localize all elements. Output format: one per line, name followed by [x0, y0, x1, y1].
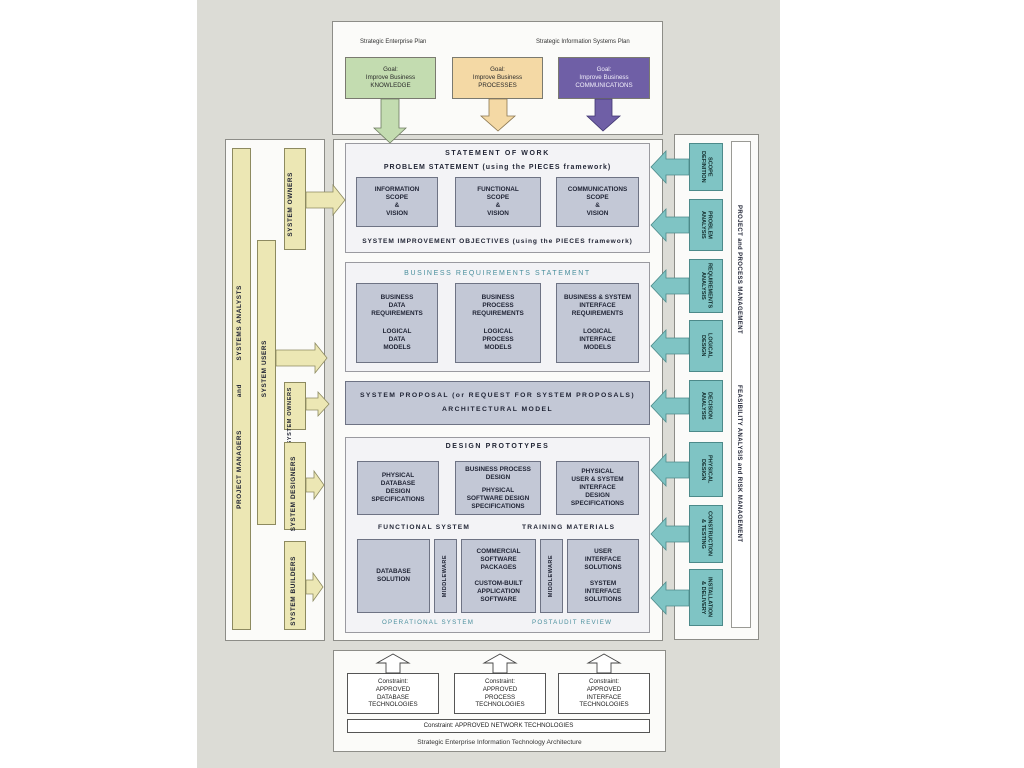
arrow-left-logical-icon: [650, 328, 690, 364]
middleware-right-box: MIDDLEWARE: [540, 539, 563, 613]
physical-database-design-box: PHYSICAL DATABASE DESIGN SPECIFICATIONS: [357, 461, 439, 515]
management-column: [731, 141, 751, 628]
arrow-right-designers-icon: [305, 469, 325, 501]
physical-software-design-text: PHYSICAL SOFTWARE DESIGN SPECIFICATIONS: [466, 486, 530, 510]
business-data-requirements-box: BUSINESS DATA REQUIREMENTS LOGICAL DATA …: [356, 283, 438, 363]
phase-installation-delivery: INSTALLATION & DELIVERY: [689, 569, 723, 626]
arrow-left-scope-icon: [650, 149, 690, 185]
middleware-left-box: MIDDLEWARE: [434, 539, 457, 613]
user-interface-solutions-text: USER INTERFACE SOLUTIONS: [584, 548, 622, 571]
statement-of-work-title: STATEMENT OF WORK: [445, 150, 550, 157]
goal-knowledge: Goal: Improve Business KNOWLEDGE: [345, 57, 436, 99]
system-owners-mid-column: [284, 382, 306, 430]
arrow-right-owners-icon: [305, 183, 346, 217]
project-process-management-label: PROJECT and PROCESS MANAGEMENT: [736, 205, 742, 335]
physical-interface-design-box: PHYSICAL USER & SYSTEM INTERFACE DESIGN …: [556, 461, 639, 515]
logical-interface-models-text: LOGICAL INTERFACE MODELS: [579, 328, 616, 351]
custom-built-software-text: CUSTOM-BUILT APPLICATION SOFTWARE: [474, 580, 523, 603]
phase-logical-design: LOGICAL DESIGN: [689, 320, 723, 372]
phase-physical-design: PHYSICAL DESIGN: [689, 442, 723, 497]
arrow-right-owners-mid-icon: [305, 390, 330, 418]
phase-decision-analysis: DECISION ANALYSIS: [689, 380, 723, 432]
system-builders-column: [284, 541, 306, 630]
phase-requirements-analysis: REQUIREMENTS ANALYSIS: [689, 259, 723, 313]
arrow-left-construction-icon: [650, 516, 690, 552]
phase-scope-definition: SCOPE DEFINITION: [689, 143, 723, 191]
arrow-down-processes-icon: [479, 98, 517, 132]
database-solution-box: DATABASE SOLUTION: [357, 539, 430, 613]
training-materials-title: TRAINING MATERIALS: [522, 524, 616, 531]
interface-solutions-box: USER INTERFACE SOLUTIONS SYSTEM INTERFAC…: [567, 539, 639, 613]
strategic-enterprise-plan-caption: Strategic Enterprise Plan: [360, 39, 427, 45]
phase-logical-design-label: LOGICAL DESIGN: [700, 333, 713, 359]
system-improvement-objectives: SYSTEM IMPROVEMENT OBJECTIVES (using the…: [362, 238, 633, 245]
system-proposal-box: SYSTEM PROPOSAL (or REQUEST FOR SYSTEM P…: [345, 381, 650, 425]
interface-requirements-box: BUSINESS & SYSTEM INTERFACE REQUIREMENTS…: [556, 283, 639, 363]
business-requirements-title: BUSINESS REQUIREMENTS STATEMENT: [404, 270, 591, 277]
constraint-network: Constraint: APPROVED NETWORK TECHNOLOGIE…: [347, 719, 650, 733]
system-designers-column: [284, 442, 306, 530]
arrow-right-users-icon: [275, 341, 328, 375]
postaudit-review-label: POSTAUDIT REVIEW: [532, 619, 613, 626]
arrow-down-communications-icon: [585, 98, 622, 132]
functional-system-title: FUNCTIONAL SYSTEM: [378, 524, 471, 531]
interface-requirements-text: BUSINESS & SYSTEM INTERFACE REQUIREMENTS: [563, 294, 632, 317]
business-process-design-box: BUSINESS PROCESS DESIGN PHYSICAL SOFTWAR…: [455, 461, 541, 515]
problem-statement-title: PROBLEM STATEMENT (using the PIECES fram…: [383, 164, 612, 171]
phase-requirements-analysis-label: REQUIREMENTS ANALYSIS: [700, 263, 713, 309]
phase-scope-definition-label: SCOPE DEFINITION: [700, 151, 713, 183]
system-interface-solutions-text: SYSTEM INTERFACE SOLUTIONS: [584, 580, 622, 603]
system-proposal-line1: SYSTEM PROPOSAL (or REQUEST FOR SYSTEM P…: [359, 391, 636, 399]
phase-physical-design-label: PHYSICAL DESIGN: [700, 455, 713, 484]
software-packages-box: COMMERCIAL SOFTWARE PACKAGES CUSTOM-BUIL…: [461, 539, 536, 613]
constraint-process: Constraint: APPROVED PROCESS TECHNOLOGIE…: [454, 673, 546, 714]
design-prototypes-title: DESIGN PROTOTYPES: [445, 443, 550, 450]
commercial-software-text: COMMERCIAL SOFTWARE PACKAGES: [476, 548, 521, 571]
strategic-is-plan-caption: Strategic Information Systems Plan: [536, 39, 630, 45]
business-process-requirements-text: BUSINESS PROCESS REQUIREMENTS: [472, 294, 524, 317]
arrow-right-builders-icon: [305, 571, 324, 603]
arrow-left-installation-icon: [650, 580, 690, 616]
goal-communications: Goal: Improve Business COMMUNICATIONS: [558, 57, 650, 99]
goal-processes: Goal: Improve Business PROCESSES: [452, 57, 543, 99]
phase-construction-testing-label: CONSTRUCTION & TESTING: [700, 511, 713, 557]
business-data-requirements-text: BUSINESS DATA REQUIREMENTS: [371, 294, 423, 317]
phase-decision-analysis-label: DECISION ANALYSIS: [700, 392, 713, 420]
arrow-left-physical-icon: [650, 452, 690, 488]
arrow-down-knowledge-icon: [372, 98, 408, 144]
operational-system-label: OPERATIONAL SYSTEM: [382, 619, 475, 626]
arrow-up-process-icon: [482, 653, 518, 674]
phase-installation-delivery-label: INSTALLATION & DELIVERY: [700, 577, 713, 618]
business-process-design-text: BUSINESS PROCESS DESIGN: [465, 465, 531, 481]
system-users-column: [257, 240, 276, 525]
logical-data-models-text: LOGICAL DATA MODELS: [382, 328, 412, 351]
arrow-up-database-icon: [375, 653, 411, 674]
constraint-database: Constraint: APPROVED DATABASE TECHNOLOGI…: [347, 673, 439, 714]
functional-scope-box: FUNCTIONAL SCOPE & VISION: [455, 177, 541, 227]
phase-problem-analysis-label: PROBLEM ANALYSIS: [700, 211, 713, 239]
arrow-left-problem-icon: [650, 207, 690, 243]
arrow-left-requirements-icon: [650, 268, 690, 304]
communications-scope-box: COMMUNICATIONS SCOPE & VISION: [556, 177, 639, 227]
constraint-interface: Constraint: APPROVED INTERFACE TECHNOLOG…: [558, 673, 650, 714]
phase-construction-testing: CONSTRUCTION & TESTING: [689, 505, 723, 563]
system-owners-top-column: [284, 148, 306, 250]
arrow-left-decision-icon: [650, 388, 690, 424]
logical-process-models-text: LOGICAL PROCESS MODELS: [482, 328, 514, 351]
architectural-model-line: ARCHITECTURAL MODEL: [441, 406, 554, 413]
information-scope-box: INFORMATION SCOPE & VISION: [356, 177, 438, 227]
architecture-caption: Strategic Enterprise Information Technol…: [417, 739, 582, 746]
project-managers-column: [232, 148, 251, 630]
phase-problem-analysis: PROBLEM ANALYSIS: [689, 199, 723, 251]
arrow-up-interface-icon: [586, 653, 622, 674]
business-process-requirements-box: BUSINESS PROCESS REQUIREMENTS LOGICAL PR…: [455, 283, 541, 363]
feasibility-risk-management-label: FEASIBILITY ANALYSIS and RISK MANAGEMENT: [736, 385, 742, 543]
